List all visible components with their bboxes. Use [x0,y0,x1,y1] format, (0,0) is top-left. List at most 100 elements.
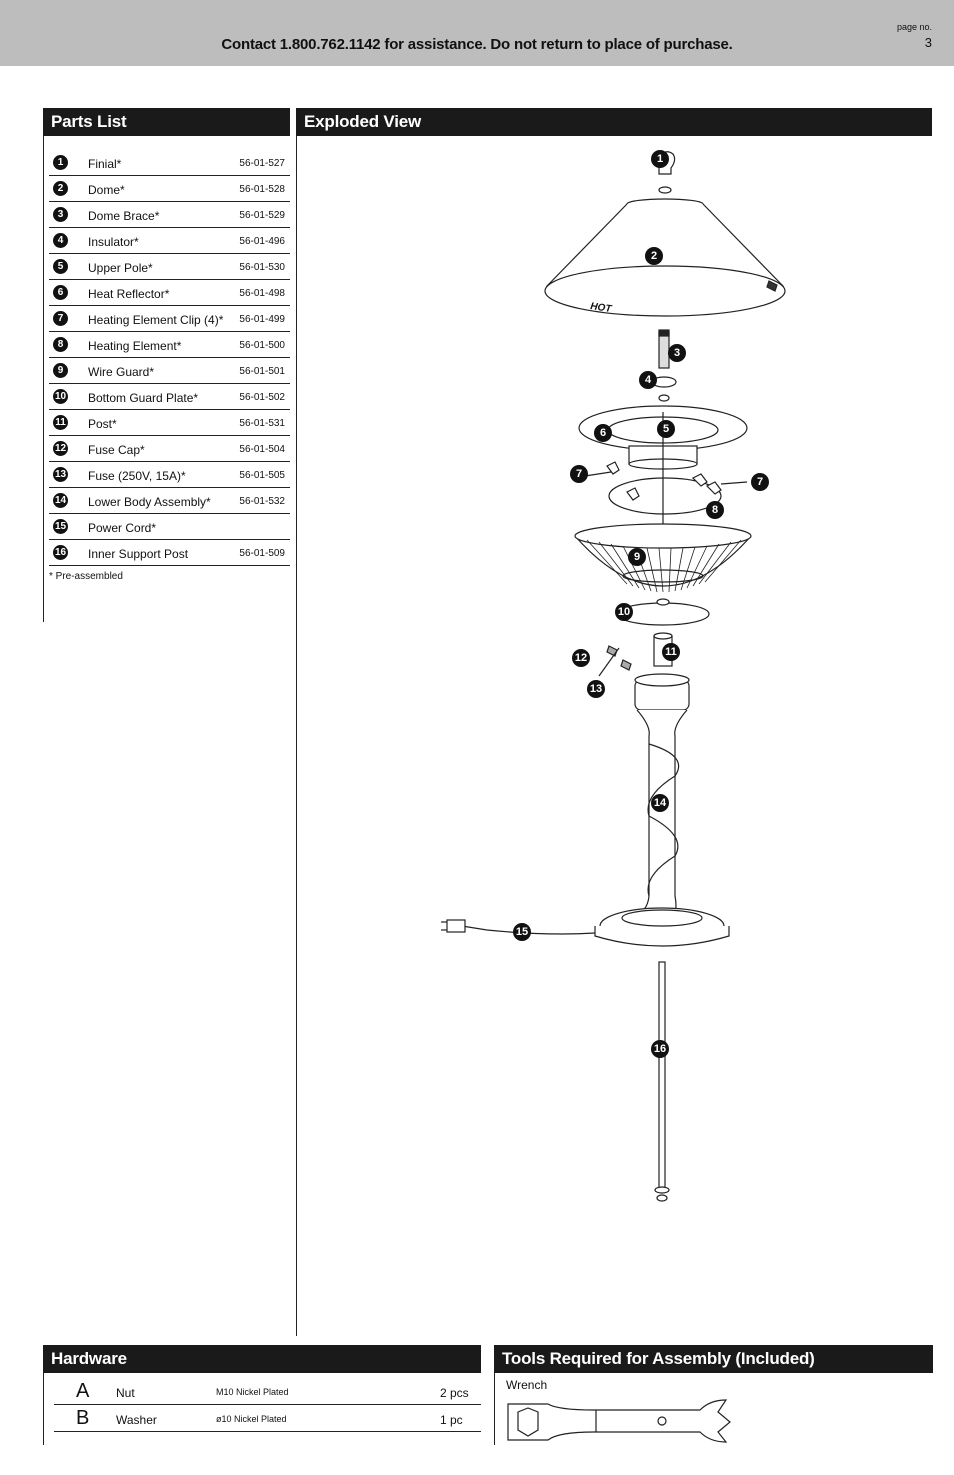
part-number-badge: 13 [53,467,68,482]
callout-5: 5 [657,420,675,438]
hardware-letter: B [76,1407,90,1429]
parts-list: 1 Finial* 56-01-527 2 Dome* 56-01-528 3 Dome … [49,150,290,566]
list-item: 5 Upper Pole* 56-01-530 [49,254,290,280]
part-name: Fuse Cap* [88,443,145,457]
part-name: Inner Support Post [88,547,189,561]
part-number-badge: 10 [53,389,68,404]
callout-1: 1 [651,150,669,168]
hardware-heading: Hardware [43,1345,481,1373]
list-item: 3 Dome Brace* 56-01-529 [49,202,290,228]
callout-7-right: 7 [751,473,769,491]
tool-name: Wrench [506,1378,548,1392]
part-name: Heating Element* [88,339,182,353]
part-name: Heating Element Clip (4)* [88,313,224,327]
callout-15: 15 [513,923,531,941]
part-code: 56-01-505 [239,470,285,481]
list-item: 16 Inner Support Post 56-01-509 [49,540,290,566]
list-item: 8 Heating Element* 56-01-500 [49,332,290,358]
hot-label: HOT [590,301,613,315]
list-item: 9 Wire Guard* 56-01-501 [49,358,290,384]
callout-6: 6 [594,424,612,442]
part-name: Wire Guard* [88,365,155,379]
part-number-badge: 1 [53,155,68,170]
part-code: 56-01-532 [239,496,285,507]
table-row: A Nut M10 Nickel Plated 2 pcs [54,1378,481,1405]
power-cord-part [441,919,596,935]
part-name: Insulator* [88,235,139,249]
part-number-badge: 7 [53,311,68,326]
parts-list-border [43,136,44,622]
part-name: Power Cord* [88,521,157,535]
part-number-badge: 3 [53,207,68,222]
list-item: 7 Heating Element Clip (4)* 56-01-499 [49,306,290,332]
part-code: 56-01-529 [239,210,285,221]
lower-body-assembly-part [594,673,730,947]
callout-10: 10 [615,603,633,621]
part-name: Post* [88,417,117,431]
inner-support-post-part [654,961,670,1202]
page-label: page no. [896,22,932,32]
part-number-badge: 14 [53,493,68,508]
part-code: 56-01-530 [239,262,285,273]
callout-12: 12 [572,649,590,667]
part-number-badge: 12 [53,441,68,456]
list-item: 13 Fuse (250V, 15A)* 56-01-505 [49,462,290,488]
list-item: 10 Bottom Guard Plate* 56-01-502 [49,384,290,410]
hardware-name: Washer [116,1413,157,1427]
part-number-badge: 4 [53,233,68,248]
list-item: 1 Finial* 56-01-527 [49,150,290,176]
exploded-view-heading: Exploded View [296,108,932,136]
exploded-view-drawing: HOT [441,151,786,1202]
pre-assembled-note: * Pre-assembled [49,571,123,582]
list-item: 4 Insulator* 56-01-496 [49,228,290,254]
fuse-part [598,645,632,677]
part-number-badge: 5 [53,259,68,274]
callout-9: 9 [628,548,646,566]
callout-13: 13 [587,680,605,698]
callout-2: 2 [645,247,663,265]
part-name: Lower Body Assembly* [88,495,211,509]
part-number-badge: 16 [53,545,68,560]
exploded-view-border [296,136,297,1336]
callout-3: 3 [668,344,686,362]
callout-7-left: 7 [570,465,588,483]
table-row: B Washer ø10 Nickel Plated 1 pc [54,1405,481,1432]
part-code: 56-01-500 [239,340,285,351]
part-name: Bottom Guard Plate* [88,391,199,405]
part-code: 56-01-501 [239,366,285,377]
part-number-badge: 11 [53,415,68,430]
parts-list-heading: Parts List [43,108,290,136]
part-name: Dome* [88,183,125,197]
callout-4: 4 [639,371,657,389]
callout-16: 16 [651,1040,669,1058]
hardware-name: Nut [116,1386,135,1400]
part-code: 56-01-509 [239,548,285,559]
part-name: Dome Brace* [88,209,160,223]
hardware-desc: M10 Nickel Plated [216,1387,289,1397]
part-name: Upper Pole* [88,261,153,275]
part-name: Finial* [88,157,122,171]
part-number-badge: 8 [53,337,68,352]
part-code: 56-01-528 [239,184,285,195]
part-code: 56-01-496 [239,236,285,247]
dome-part: HOT [544,198,786,317]
callout-11: 11 [662,643,680,661]
part-number-badge: 15 [53,519,68,534]
part-name: Heat Reflector* [88,287,170,301]
part-code: 56-01-502 [239,392,285,403]
part-code: 56-01-499 [239,314,285,325]
hardware-desc: ø10 Nickel Plated [216,1414,287,1424]
part-name: Fuse (250V, 15A)* [88,469,186,483]
hardware-qty: 2 pcs [440,1386,469,1400]
part-number-badge: 6 [53,285,68,300]
wire-guard-part [574,523,752,593]
part-code: 56-01-531 [239,418,285,429]
part-code: 56-01-527 [239,158,285,169]
page-number: 3 [924,35,932,50]
part-number-badge: 2 [53,181,68,196]
header-bar [0,0,954,66]
part-number-badge: 9 [53,363,68,378]
contact-text: Contact 1.800.762.1142 for assistance. D… [221,36,733,53]
